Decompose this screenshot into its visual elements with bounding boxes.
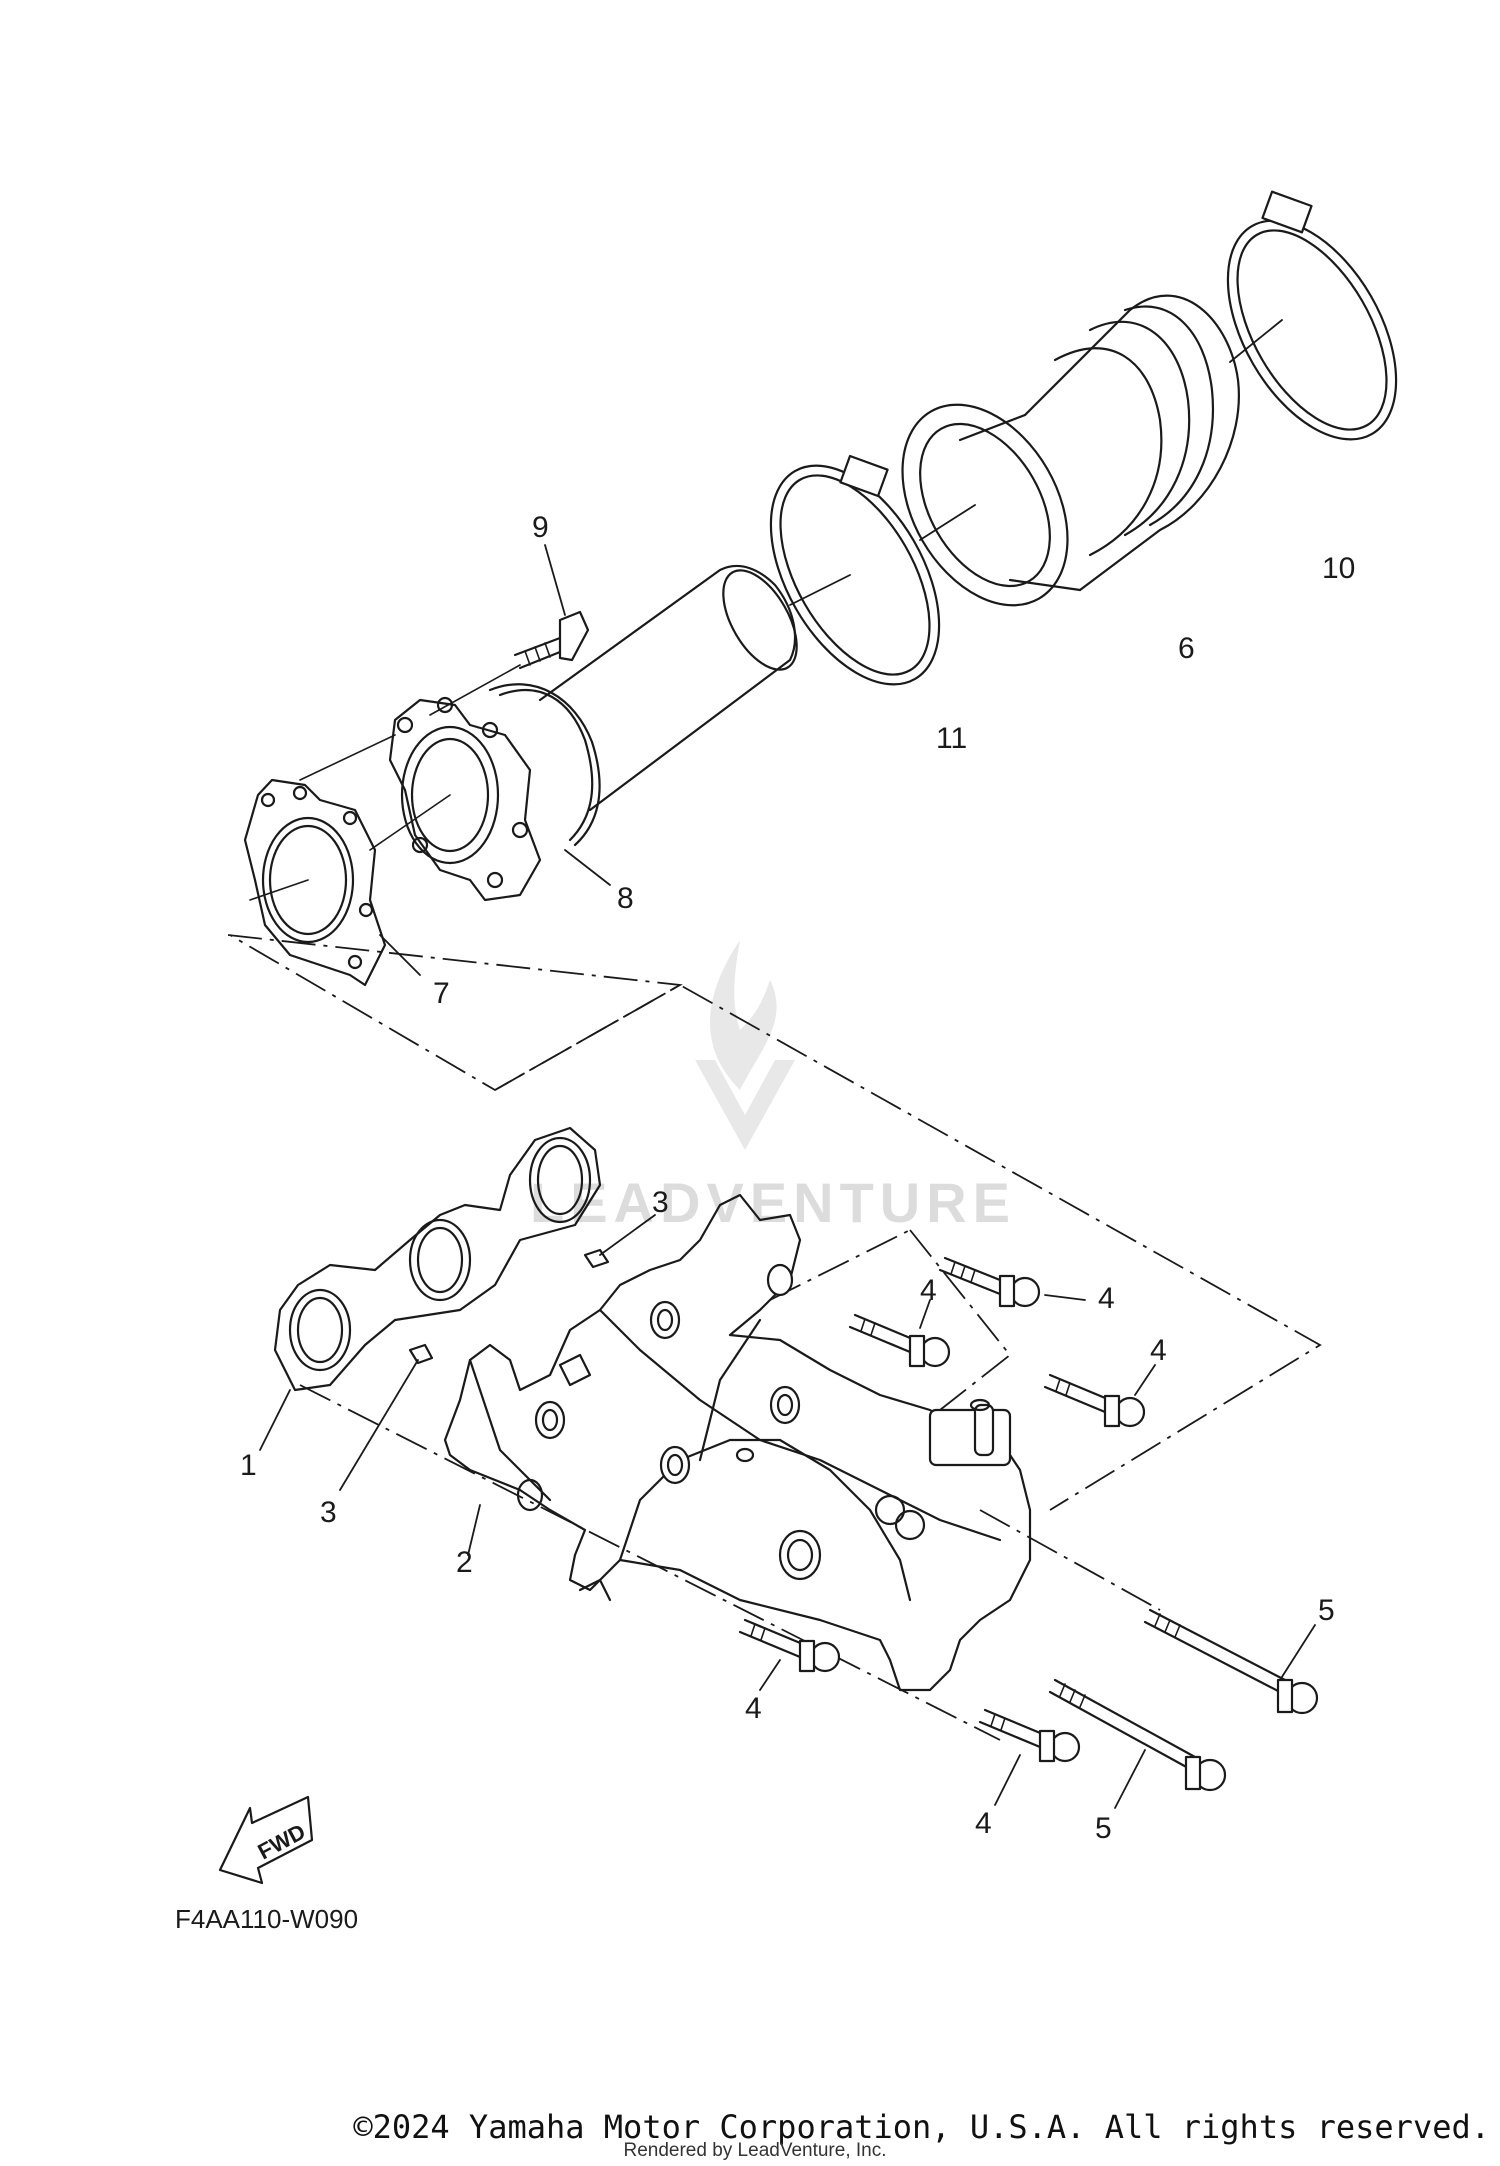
part-11-hose-clamp xyxy=(769,454,941,686)
part-4-bolt-d xyxy=(738,1618,841,1691)
part-6-joint-hose xyxy=(901,294,1240,607)
callout-3-upper: 3 xyxy=(652,1186,669,1219)
copyright-notice: ©2024 Yamaha Motor Corporation, U.S.A. A… xyxy=(353,2108,1490,2146)
callout-4-b: 4 xyxy=(1098,1282,1115,1315)
reference-line-lower-right xyxy=(979,1509,1161,1611)
callout-5-a: 5 xyxy=(1318,1594,1335,1627)
callout-6: 6 xyxy=(1178,632,1195,665)
part-2-exhaust-manifold xyxy=(443,1193,1032,1692)
callout-4-c: 4 xyxy=(1150,1334,1167,1367)
part-4-bolt-c xyxy=(1043,1364,1156,1428)
callout-10: 10 xyxy=(1322,552,1355,585)
part-7-gasket xyxy=(243,734,451,987)
callout-7: 7 xyxy=(433,977,450,1010)
callout-9: 9 xyxy=(532,511,549,544)
callout-4-e: 4 xyxy=(975,1807,992,1840)
rendered-by-notice: Rendered by LeadVenture, Inc. xyxy=(623,2140,887,2161)
reference-line-upper xyxy=(227,934,683,1092)
reference-line-bolts xyxy=(769,1229,911,1301)
forward-direction-arrow: FWD xyxy=(218,1795,314,1885)
diagram-code: F4AA110-W090 xyxy=(175,1904,358,1934)
callout-11: 11 xyxy=(936,722,967,755)
part-4-bolt-e xyxy=(978,1708,1081,1806)
callout-4-a: 4 xyxy=(920,1274,937,1307)
part-3-dowel-pin-lower xyxy=(339,1343,434,1491)
callout-8: 8 xyxy=(617,882,634,915)
part-4-bolt-b xyxy=(848,1299,951,1368)
watermark-text: LEADVENTURE xyxy=(530,1171,1016,1234)
part-4-bolt-a xyxy=(938,1256,1086,1308)
callout-2: 2 xyxy=(456,1546,473,1579)
part-5-long-bolt-b xyxy=(1048,1678,1227,1809)
part-10-hose-clamp xyxy=(1226,190,1398,441)
watermark-logo: LEADVENTURE xyxy=(530,940,1016,1234)
callout-3-lower: 3 xyxy=(320,1496,337,1529)
part-5-long-bolt-a xyxy=(1143,1608,1319,1715)
part-9-bolt xyxy=(429,544,590,716)
part-8-exhaust-pipe xyxy=(388,565,798,902)
part-1-manifold-gasket xyxy=(259,1126,602,1451)
reference-line-bolts-right xyxy=(909,1229,1012,1411)
callout-4-d: 4 xyxy=(745,1692,762,1725)
reference-line-lower xyxy=(299,1384,1001,1741)
callout-1: 1 xyxy=(240,1449,257,1482)
callout-5-b: 5 xyxy=(1095,1812,1112,1845)
part-3-dowel-pin-upper xyxy=(583,1214,656,1269)
reference-line-frame xyxy=(494,983,1322,1511)
